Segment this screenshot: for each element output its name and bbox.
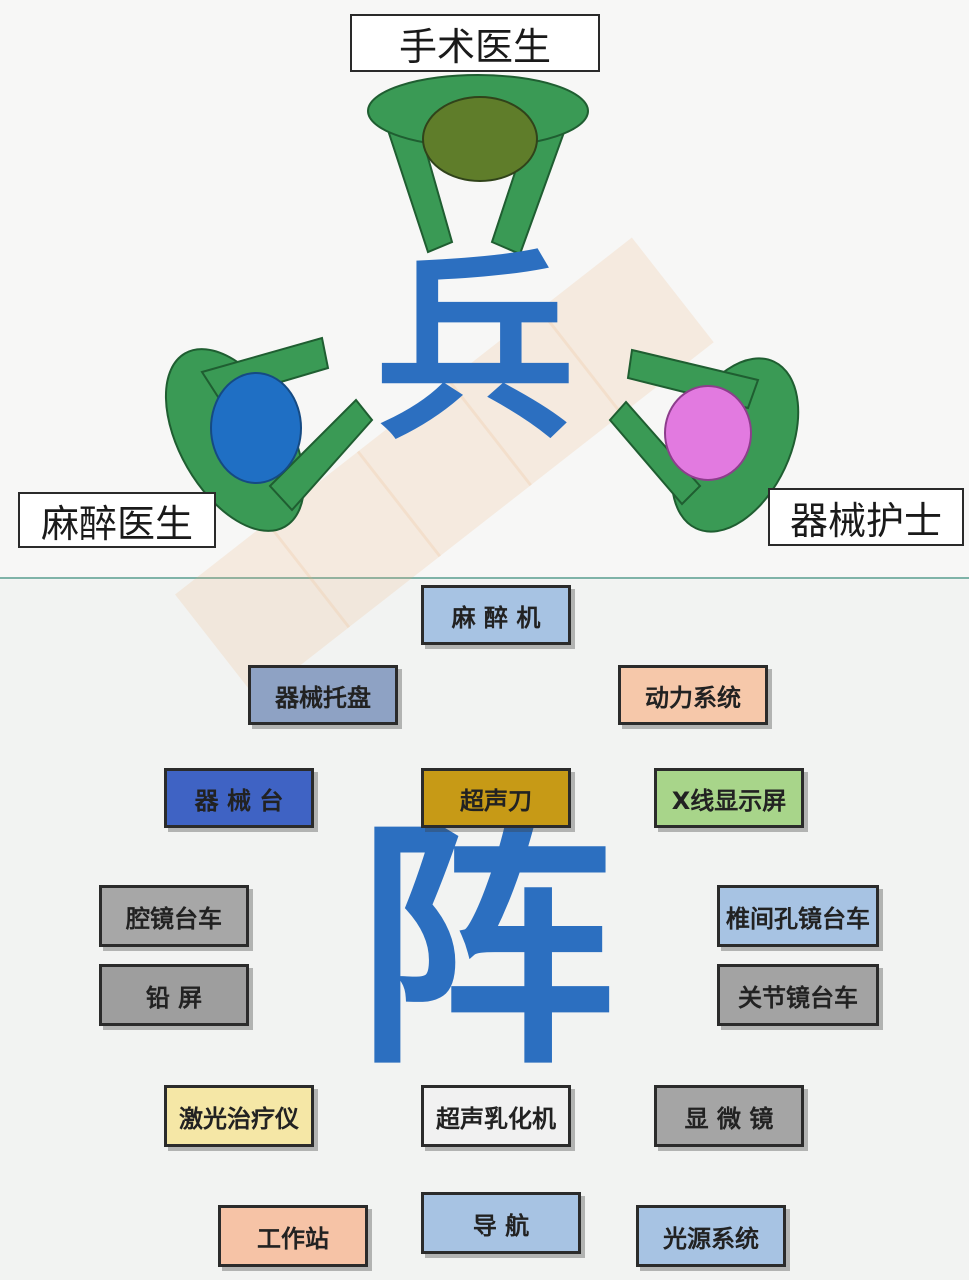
equipment-xray-screen: X线显示屏 bbox=[654, 768, 804, 828]
nurse-head bbox=[664, 385, 752, 481]
equipment-instrument-tray: 器械托盘 bbox=[248, 665, 398, 725]
surgeon-station bbox=[367, 74, 589, 256]
surgeon-head bbox=[422, 96, 538, 182]
equipment-power-system: 动力系统 bbox=[618, 665, 768, 725]
scrub-nurse-station bbox=[608, 348, 800, 533]
scrub-nurse-label: 器械护士 bbox=[768, 488, 964, 546]
equipment-phaco-machine: 超声乳化机 bbox=[421, 1085, 571, 1147]
equipment-ultrasonic-knife: 超声刀 bbox=[421, 768, 571, 828]
section-divider bbox=[0, 577, 969, 579]
anesthesiologist-station bbox=[164, 336, 374, 532]
equipment-spinal-scope-cart: 椎间孔镜台车 bbox=[717, 885, 879, 947]
equipment-arthroscope-cart: 关节镜台车 bbox=[717, 964, 879, 1026]
equipment-laser-device: 激光治疗仪 bbox=[164, 1085, 314, 1147]
surgeon-label: 手术医生 bbox=[350, 14, 600, 72]
big-character-bing: 兵 bbox=[375, 232, 576, 467]
equipment-work-station: 工作站 bbox=[218, 1205, 368, 1267]
equipment-light-source: 光源系统 bbox=[636, 1205, 786, 1267]
equipment-lead-screen: 铅 屏 bbox=[99, 964, 249, 1026]
equipment-anesthesia-machine: 麻 醉 机 bbox=[421, 585, 571, 645]
equipment-laparoscope-cart: 腔镜台车 bbox=[99, 885, 249, 947]
anesthesiologist-head bbox=[210, 372, 302, 484]
team-figure bbox=[164, 74, 800, 533]
big-character-zhen: 阵 bbox=[355, 795, 615, 1100]
equipment-instrument-table: 器 械 台 bbox=[164, 768, 314, 828]
equipment-navigation: 导 航 bbox=[421, 1192, 581, 1254]
equipment-microscope: 显 微 镜 bbox=[654, 1085, 804, 1147]
anesthesiologist-label: 麻醉医生 bbox=[18, 492, 216, 548]
